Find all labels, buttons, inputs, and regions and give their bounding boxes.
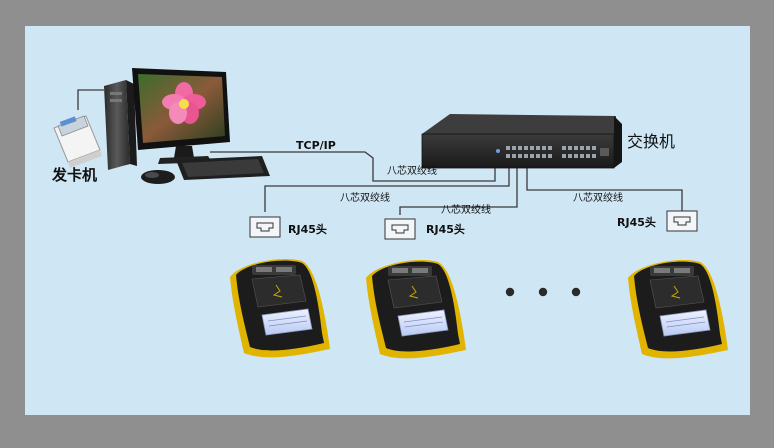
card-issuer-label: 发卡机 xyxy=(52,166,98,184)
ellipsis-dot xyxy=(571,287,581,297)
rj45-connector-icon xyxy=(384,218,416,240)
cable-line-3 xyxy=(526,168,683,212)
rj45-label-1: RJ45头 xyxy=(288,223,327,236)
network-switch-icon xyxy=(421,114,622,169)
desktop-computer-icon xyxy=(104,68,270,184)
cable-line-1 xyxy=(264,168,510,212)
cable-2-label: 八芯双绞线 xyxy=(441,205,491,216)
more-terminals-ellipsis xyxy=(505,287,581,297)
rj45-label-2: RJ45头 xyxy=(426,223,465,236)
rj45-connector-icon xyxy=(249,216,281,238)
cable-3-label: 八芯双绞线 xyxy=(573,193,623,204)
rj45-connector-icon xyxy=(666,210,698,232)
switch-label: 交换机 xyxy=(627,132,676,151)
rj45-label-3: RJ45头 xyxy=(617,216,656,229)
tcpip-line xyxy=(210,151,496,182)
tcpip-label: TCP/IP xyxy=(296,139,336,152)
ellipsis-dot xyxy=(505,287,515,297)
cable-main-label: 八芯双绞线 xyxy=(387,166,437,177)
issuer-cable xyxy=(77,89,104,110)
cable-line-2 xyxy=(399,168,518,215)
cable-1-label: 八芯双绞线 xyxy=(340,193,390,204)
ellipsis-dot xyxy=(538,287,548,297)
cable-lines xyxy=(77,89,683,215)
card-issuer-icon xyxy=(53,115,102,168)
